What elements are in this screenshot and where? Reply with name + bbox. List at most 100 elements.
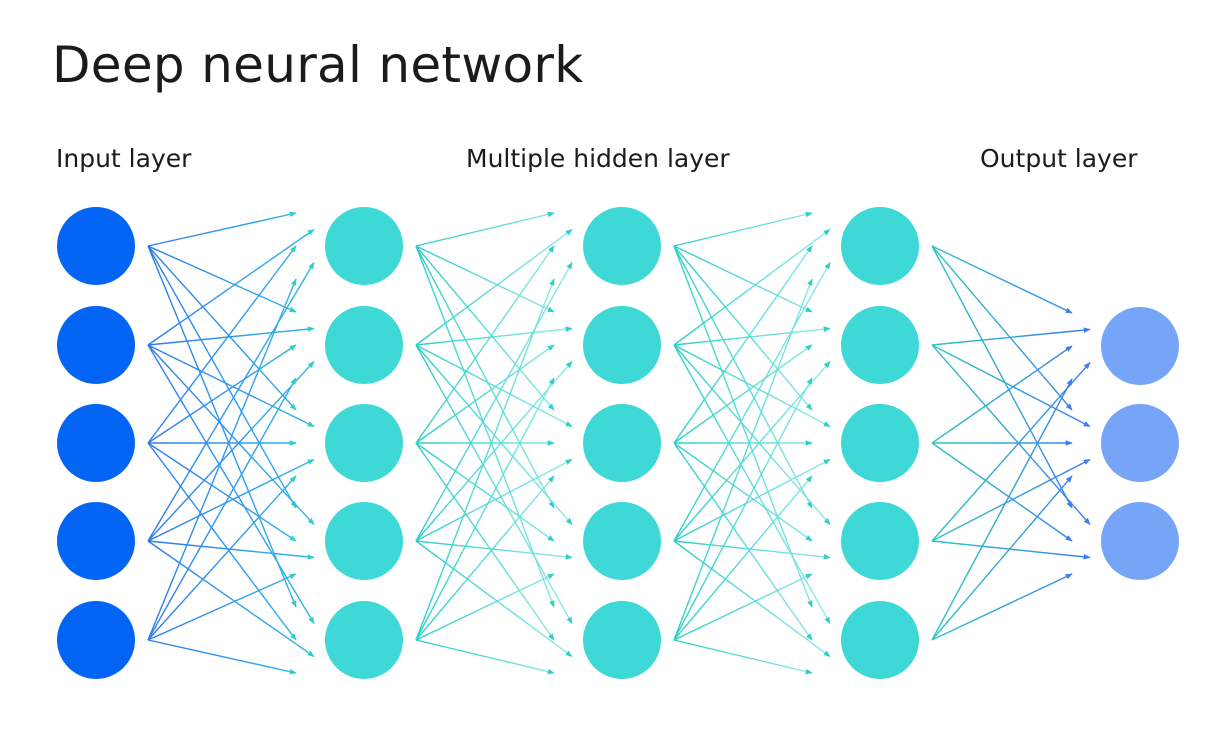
connection-arrow <box>147 573 297 641</box>
connection-arrow <box>673 458 831 542</box>
connection-arrow <box>673 228 831 346</box>
connection-arrow <box>673 540 831 658</box>
connection-arrow <box>673 278 813 641</box>
hidden-node <box>583 502 661 580</box>
connection-arrow <box>147 540 315 658</box>
connection-arrow <box>931 540 1091 560</box>
connection-arrow <box>147 639 297 675</box>
nodes-group <box>57 207 1179 679</box>
input-node <box>57 207 135 285</box>
connection-arrow <box>147 245 297 509</box>
connection-arrow <box>931 475 1073 641</box>
connection-arrow <box>147 344 315 526</box>
connection-arrow <box>931 344 1091 526</box>
connection-arrow <box>147 211 297 247</box>
connection-arrow <box>147 278 297 641</box>
connection-arrow <box>415 278 555 641</box>
connection-arrow <box>415 245 555 608</box>
connection-arrow <box>147 344 297 444</box>
connection-arrow <box>415 573 555 641</box>
connection-arrow <box>147 475 297 641</box>
connection-arrow <box>415 442 555 641</box>
connection-arrow <box>415 540 573 560</box>
output-node <box>1101 502 1179 580</box>
connection-arrow <box>147 377 297 641</box>
connection-arrow <box>147 344 315 428</box>
input-node <box>57 404 135 482</box>
connection-arrow <box>415 245 555 509</box>
connection-arrow <box>673 245 813 608</box>
hidden-node <box>841 207 919 285</box>
connection-arrow <box>415 261 573 542</box>
hidden-node <box>583 404 661 482</box>
connection-arrow <box>147 228 315 346</box>
hidden-node <box>841 502 919 580</box>
input-node <box>57 601 135 679</box>
input-layer-label: Input layer <box>56 144 192 173</box>
connection-arrow <box>147 540 315 560</box>
output-node <box>1101 404 1179 482</box>
connection-arrow <box>673 442 813 641</box>
connection-arrow <box>415 639 555 675</box>
page-title: Deep neural network <box>52 36 584 94</box>
connection-arrow <box>673 573 813 641</box>
connection-arrow <box>931 361 1091 542</box>
connection-arrow <box>673 245 813 509</box>
connection-arrow <box>147 442 297 641</box>
connection-arrow <box>415 245 555 313</box>
connection-arrow <box>931 573 1073 641</box>
connection-arrow <box>147 360 315 542</box>
connection-arrow <box>147 245 297 608</box>
connection-arrow <box>147 245 297 313</box>
connection-arrow <box>147 245 297 444</box>
connection-arrow <box>147 261 315 542</box>
connection-arrow <box>931 442 1073 542</box>
connection-arrow <box>673 540 831 560</box>
hidden-node <box>841 404 919 482</box>
connection-arrow <box>415 245 555 444</box>
connection-arrow <box>931 344 1091 428</box>
hidden-node <box>583 601 661 679</box>
connection-arrow <box>147 344 315 625</box>
connection-arrow <box>147 442 297 542</box>
hidden-layer-label: Multiple hidden layer <box>466 144 730 173</box>
connection-arrow <box>673 344 813 444</box>
connection-arrow <box>931 458 1091 542</box>
connection-arrow <box>415 344 573 428</box>
connection-arrow <box>415 228 573 346</box>
connection-arrow <box>415 344 555 444</box>
connection-arrow <box>147 458 315 542</box>
connection-arrow <box>415 458 573 542</box>
connection-arrow <box>673 261 831 542</box>
connection-arrow <box>415 442 555 542</box>
connection-arrow <box>673 326 831 346</box>
connection-arrow <box>931 345 1073 444</box>
connection-arrow <box>415 360 573 542</box>
connection-arrow <box>673 360 831 542</box>
connection-arrow <box>415 475 555 641</box>
connection-arrow <box>673 475 813 641</box>
connection-arrow <box>673 442 813 542</box>
connection-arrow <box>931 378 1073 641</box>
output-layer-label: Output layer <box>980 144 1138 173</box>
input-node <box>57 502 135 580</box>
connection-arrow <box>673 639 813 675</box>
connection-arrow <box>415 326 573 346</box>
connection-arrow <box>931 245 1073 314</box>
connection-arrow <box>415 540 573 658</box>
connection-arrow <box>147 245 297 411</box>
input-node <box>57 306 135 384</box>
output-node <box>1101 307 1179 385</box>
hidden-node <box>841 306 919 384</box>
connection-arrow <box>415 245 555 411</box>
connection-arrow <box>673 377 813 641</box>
hidden-node <box>841 601 919 679</box>
hidden-node <box>325 306 403 384</box>
connections-group <box>147 211 1091 675</box>
connection-arrow <box>415 211 555 247</box>
hidden-node <box>325 601 403 679</box>
connection-arrow <box>147 326 315 346</box>
hidden-node <box>325 502 403 580</box>
connection-arrow <box>673 344 831 428</box>
